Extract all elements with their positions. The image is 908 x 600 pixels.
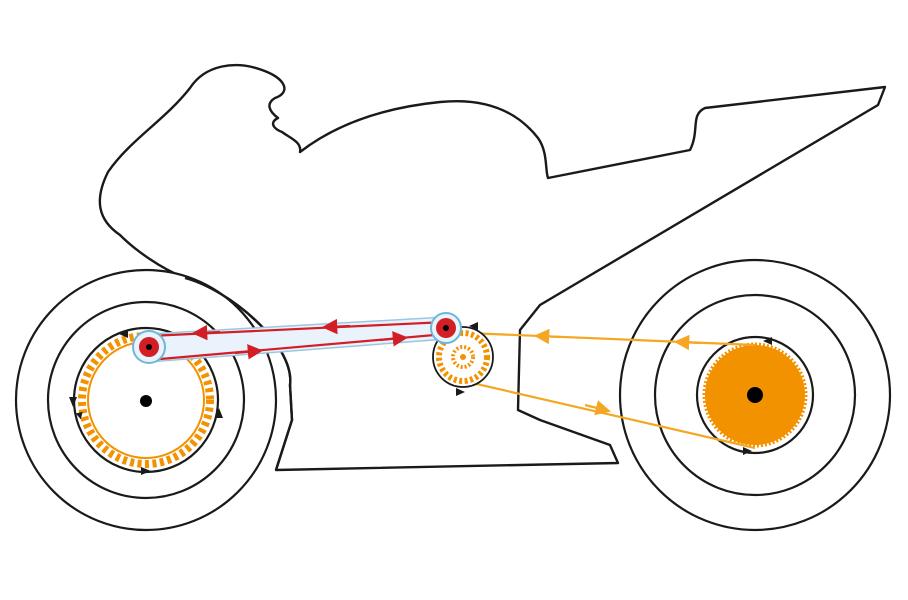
chain-arrow-top-right xyxy=(673,334,701,351)
rear-rotation-arrow-top xyxy=(763,337,772,345)
belt-arrow-bottom-2 xyxy=(379,331,409,347)
rear-axle xyxy=(747,387,763,403)
belt-arrow-top-1 xyxy=(191,324,221,341)
belt-arrow-bottom-1 xyxy=(234,344,264,360)
chain-arrow-bottom xyxy=(584,400,611,416)
front-pulley xyxy=(132,330,166,364)
chain-arrow-top-left xyxy=(533,328,561,345)
mid-pulley xyxy=(430,312,462,344)
front-rotation-arrow-bottom xyxy=(141,467,151,475)
belt-arrow-top-2 xyxy=(321,318,351,335)
front-rotation-arrow-left xyxy=(69,397,77,407)
front-rotation-arrow-top xyxy=(119,330,128,338)
chain-secondary xyxy=(467,328,756,450)
rear-rotation-arrow-bottom xyxy=(743,447,752,455)
front-rotation-arrow-right xyxy=(215,408,223,418)
front-axle xyxy=(140,395,152,407)
